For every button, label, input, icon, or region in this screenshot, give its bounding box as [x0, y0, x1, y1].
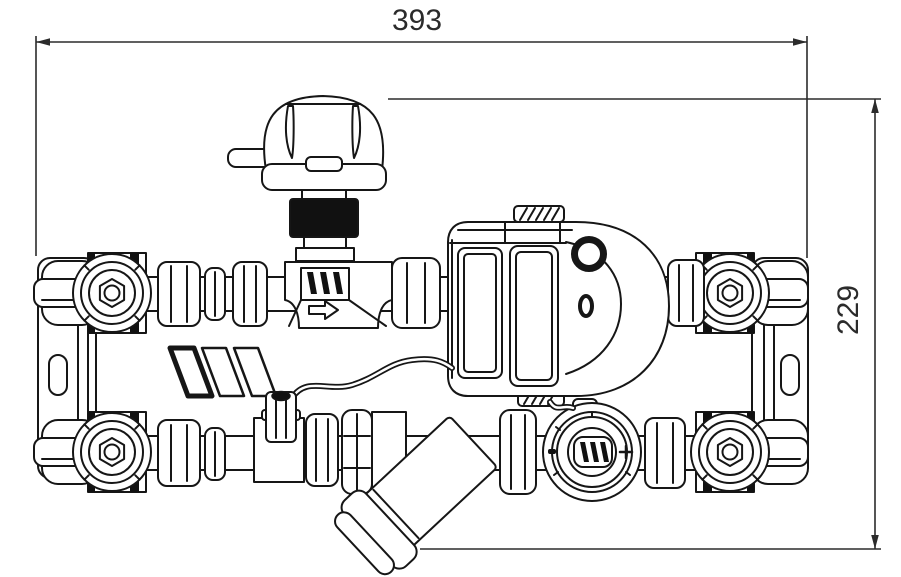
controller-led	[578, 294, 594, 318]
assembly	[33, 95, 809, 576]
arrow-up	[871, 99, 879, 113]
y-strainer	[334, 411, 497, 576]
dimension-width-label: 393	[392, 4, 442, 37]
sensor-pocket	[265, 390, 297, 443]
meter-plus-mark	[618, 444, 634, 460]
dimension-annotations: 393 229	[35, 4, 881, 550]
arrow-left	[36, 38, 50, 46]
cable-gland-top	[513, 205, 565, 223]
arrow-down	[871, 535, 879, 549]
controller-button[interactable]	[571, 236, 607, 272]
brand-stripes-logo	[167, 345, 278, 399]
sensor-capillary-cable	[289, 356, 455, 401]
electronic-controller	[447, 205, 670, 407]
arrow-right	[793, 38, 807, 46]
dimension-height: 229	[388, 98, 881, 550]
left-bracket-slot	[48, 354, 68, 396]
dimension-width: 393	[35, 4, 808, 258]
flow-meter	[542, 398, 642, 502]
flow-arrow	[308, 300, 339, 320]
top-union-fittings	[157, 261, 268, 327]
meter-cable	[547, 399, 576, 411]
dimension-height-label: 229	[832, 285, 865, 335]
meter-minus-mark	[548, 449, 556, 454]
actuator-black-ring	[289, 198, 359, 238]
actuator-head	[227, 95, 387, 262]
mixing-valve-body	[284, 261, 393, 329]
right-bracket-slot	[780, 354, 800, 396]
